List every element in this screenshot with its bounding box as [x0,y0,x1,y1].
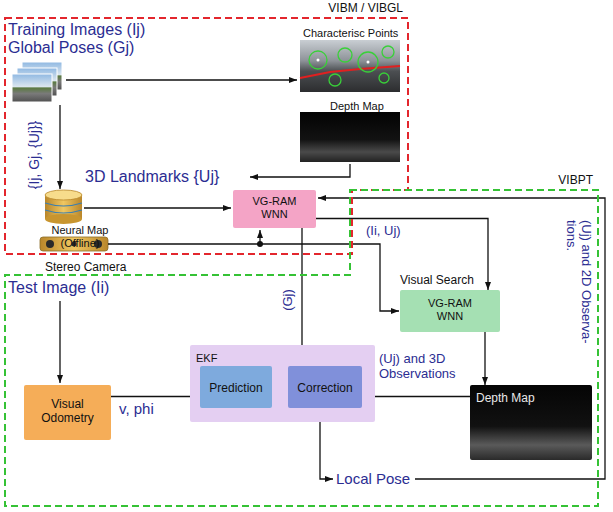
region-border [5,18,408,254]
label-slot: Characterisc Points [303,23,398,41]
text-slot: VIBM / VIBGL [328,0,403,16]
label-slot: Test Image (Ii) [8,279,109,297]
edge-label: (Ii, Uj) [366,224,401,239]
text-slot: EKF [196,348,217,366]
box-heading: EKF [196,352,217,365]
label-slot: (Uj) and 3D Observations [378,352,472,382]
label-slot: Neural Map (Offline) [44,224,116,251]
input-label: Test Image (Ii) [8,279,109,297]
connector-arrow [484,332,485,385]
neural-map-icon [45,190,82,224]
text-slot: Correction [297,378,352,396]
box-label: Visual Odometry [29,398,106,426]
label-slot: 3D Landmarks {Uj} [85,168,219,186]
text-slot: VG-RAM WNN [246,195,304,222]
flow-lines [60,80,605,479]
text-slot: Prediction [209,378,262,396]
box-heading: Visual Search [400,274,474,288]
label-slot: v, phi [118,400,155,418]
label-slot: Depth Map [330,96,384,114]
box-label: VG-RAM WNN [246,195,304,220]
icon-caption: Stereo Camera [45,261,126,275]
output-label: Local Pose [336,470,410,487]
box-label: Correction [297,382,352,396]
input-label: Training Images (Ij) [8,21,145,39]
label-slot: Global Poses (Gj) [8,39,134,57]
flow-label: {Ij, Gj, {Uj}} [26,121,42,189]
label-slot: (Ii, Uj) [365,221,402,239]
characteristic-points-image [300,40,400,92]
group-box: Prediction Correction EKF [190,345,375,422]
label-slot: (Uj) and 2D Observa- tions. [563,220,593,360]
image-caption: Characterisc Points [303,27,398,40]
process-box: Visual SearchVG-RAM WNN [400,290,500,332]
flow-label: 3D Landmarks {Uj} [85,168,219,186]
edge-label: (Gj) [281,289,296,311]
image-caption: Depth Map [330,100,384,113]
process-box: Visual Odometry [24,385,111,440]
text-slot: VIBPT [558,170,593,188]
label-slot: {Ij, Gj, {Uj}} [25,121,43,189]
flow-label: (Uj) and 2D Observa- tions. [563,220,593,360]
box-heading: VIBM / VIBGL [328,2,403,16]
label-slot: (Gj) [278,288,296,312]
label-slot: Training Images (Ij) [8,21,145,39]
connector-arrow [362,396,470,397]
edge-label: (Uj) and 3D Observations [379,352,471,382]
label-slot: Stereo Camera [45,257,126,275]
training-photos [12,62,62,102]
text-slot: Visual Search [400,270,474,288]
icon-caption: Neural Map (Offline) [44,224,116,249]
process-box: Prediction [200,366,272,408]
box-heading: Depth Map [476,392,535,406]
box-heading: VIBPT [558,174,593,188]
label-slot: Local Pose [336,470,410,488]
connector-arrow [111,396,200,397]
region-border [5,190,598,506]
depth-map-image: Depth Map [470,385,592,460]
box-label: Prediction [209,382,262,396]
text-slot: Visual Odometry [29,398,106,426]
input-label: Global Poses (Gj) [8,39,134,57]
edge-label: v, phi [119,400,154,417]
process-box: Correction [288,366,362,408]
box-label: VG-RAM WNN [421,297,479,322]
text-slot: VG-RAM WNN [421,297,479,324]
junction-dot [257,241,263,247]
text-slot: Depth Map [476,388,535,406]
process-box: VG-RAM WNN [233,190,316,228]
depth-map-image [300,112,400,162]
